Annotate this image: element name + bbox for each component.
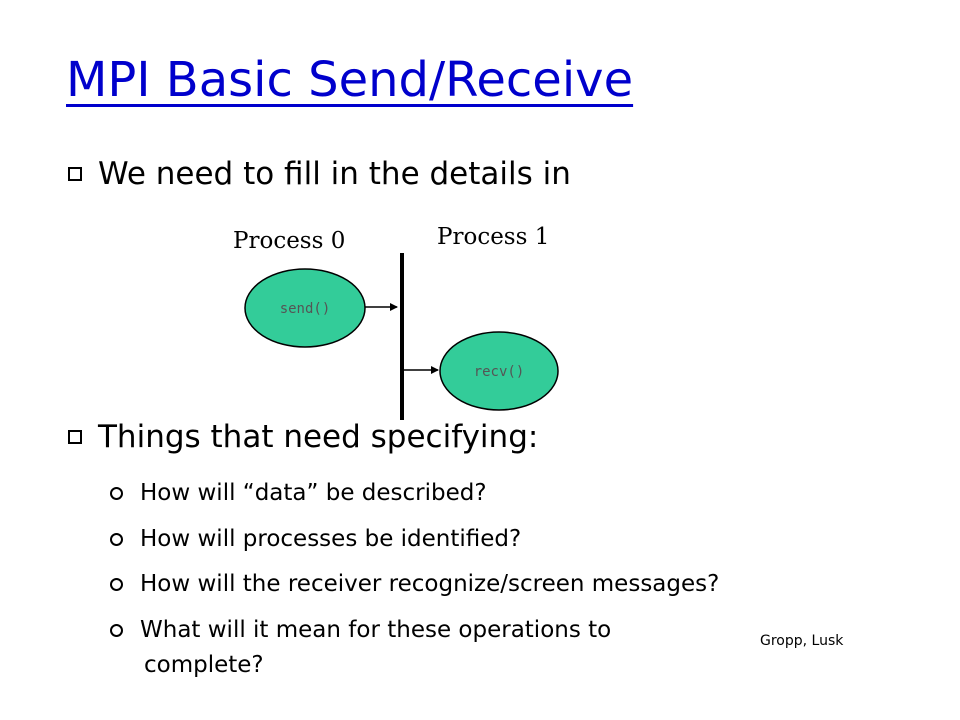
circle-bullet-icon [110,486,123,500]
process-0-label: Process 0 [233,228,346,254]
send-node [244,268,366,348]
bullet-item: We need to fill in the details in [68,156,571,192]
bullet-text: We need to fill in the details in [98,156,571,192]
circle-bullet-icon [110,623,123,637]
sub-bullet-text: What will it mean for these operations t… [140,617,612,643]
attribution-footer: Gropp, Lusk [760,633,844,649]
send-node-label: send() [280,301,331,317]
sub-bullet-text: How will processes be identified? [140,526,522,552]
sub-bullet-text: How will the receiver recognize/screen m… [140,571,720,597]
circle-bullet-icon [110,577,123,591]
bullet-item: Things that need specifying: [68,419,538,455]
square-bullet-icon [68,167,82,181]
recv-node-label: recv() [474,364,525,380]
bullet-text: Things that need specifying: [98,419,539,455]
recv-node [439,331,559,411]
sub-bullet-item: What will it mean for these operations t… [110,617,611,643]
sub-bullet-item: How will “data” be described? [110,480,487,506]
sub-bullet-item: How will processes be identified? [110,526,521,552]
square-bullet-icon [68,430,82,444]
process-1-label: Process 1 [437,224,550,250]
circle-bullet-icon [110,532,123,546]
sub-bullet-text: How will “data” be described? [140,480,487,506]
slide-title: MPI Basic Send/Receive [66,52,634,108]
sub-bullet-item: How will the receiver recognize/screen m… [110,571,719,597]
sub-bullet-continuation: complete? [144,652,264,678]
